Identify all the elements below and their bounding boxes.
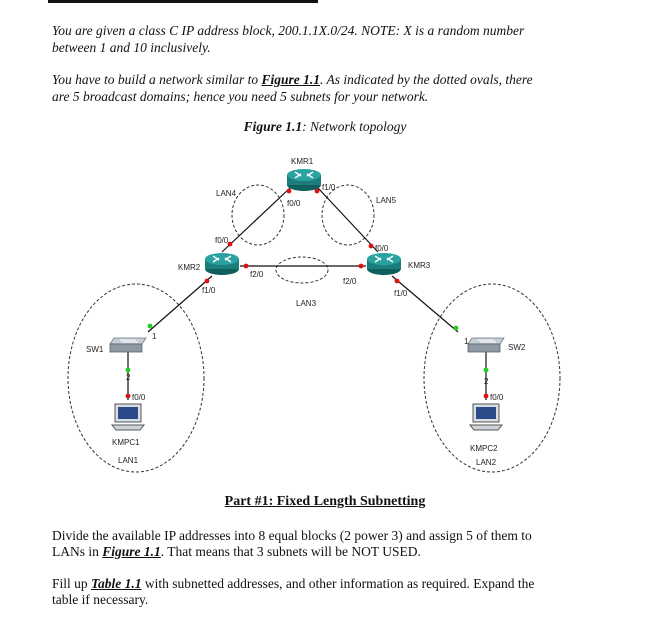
router-kmr2-icon[interactable] xyxy=(204,252,240,276)
status-dot xyxy=(394,278,400,284)
status-dot xyxy=(483,367,489,373)
header-rule xyxy=(48,0,318,3)
iface-label: 1 xyxy=(464,337,469,346)
link-kmr1-kmr3 xyxy=(317,187,379,253)
status-dot xyxy=(204,278,210,284)
status-dot xyxy=(243,263,249,269)
figure-caption: Figure 1.1: Network topology xyxy=(0,119,650,135)
router-kmr3-icon[interactable] xyxy=(366,252,402,276)
iface-label: 2 xyxy=(484,377,489,386)
part1-heading: Part #1: Fixed Length Subnetting xyxy=(224,494,426,509)
part1-paragraph-2: Fill up Table 1.1 with subnetted address… xyxy=(52,576,612,608)
intro-paragraph: You are given a class C IP address block… xyxy=(52,22,612,56)
iface-label: f2/0 xyxy=(343,277,357,286)
part1-line-2: LANs in Figure 1.1. That means that 3 su… xyxy=(52,544,612,560)
status-dot xyxy=(453,325,459,331)
lan3-broadcast-domain xyxy=(275,256,329,284)
status-dot xyxy=(358,263,364,269)
figure-reference-link[interactable]: Figure 1.1 xyxy=(102,544,161,559)
intro-line-1: You are given a class C IP address block… xyxy=(52,23,525,38)
router-kmr1-icon[interactable] xyxy=(286,168,322,192)
network-line-2: are 5 broadcast domains; hence you need … xyxy=(52,89,429,104)
iface-label: f0/0 xyxy=(490,393,504,402)
link-kmr2-sw1 xyxy=(147,275,213,333)
status-dot xyxy=(227,241,233,247)
status-dot xyxy=(483,393,489,399)
status-dot xyxy=(147,323,153,329)
iface-label: f0/0 xyxy=(375,244,389,253)
status-dot xyxy=(368,243,374,249)
network-line-1: You have to build a network similar to F… xyxy=(52,71,612,88)
iface-label: 2 xyxy=(126,373,131,382)
text-fragment: . As indicated by the dotted ovals, ther… xyxy=(320,72,533,87)
router-kmr2-label: KMR2 xyxy=(178,263,201,272)
iface-label: f0/0 xyxy=(215,236,229,245)
part1-line-4: table if necessary. xyxy=(52,592,149,607)
iface-label: f1/0 xyxy=(322,183,336,192)
pc-kmpc1-label: KMPC1 xyxy=(112,438,140,447)
network-paragraph: You have to build a network similar to F… xyxy=(52,71,612,105)
text-fragment: You have to build a network similar to xyxy=(52,72,262,87)
figure-label: Figure 1.1 xyxy=(243,119,303,134)
lan5-label: LAN5 xyxy=(376,196,397,205)
lan2-broadcast-domain xyxy=(423,283,561,473)
pc-kmpc1-icon[interactable] xyxy=(111,403,145,431)
switch-sw1-label: SW1 xyxy=(86,345,104,354)
lan5-broadcast-domain xyxy=(321,184,375,246)
status-dot xyxy=(314,188,320,194)
lan3-label: LAN3 xyxy=(296,299,317,308)
part1-paragraph-1: Divide the available IP addresses into 8… xyxy=(52,528,612,560)
status-dot xyxy=(286,188,292,194)
text-fragment: with subnetted addresses, and other info… xyxy=(141,576,535,591)
part1-line-3: Fill up Table 1.1 with subnetted address… xyxy=(52,576,612,592)
link-kmr3-sw2 xyxy=(391,275,459,333)
switch-sw1-icon[interactable] xyxy=(109,337,147,353)
router-kmr1-label: KMR1 xyxy=(291,157,314,166)
status-dot xyxy=(125,367,131,373)
lan1-broadcast-domain xyxy=(67,283,205,473)
figure-caption-text: : Network topology xyxy=(302,119,407,134)
router-kmr3-label: KMR3 xyxy=(408,261,431,270)
text-fragment: LANs in xyxy=(52,544,103,559)
link-kmr1-kmr2 xyxy=(221,187,291,253)
pc-kmpc2-label: KMPC2 xyxy=(470,444,498,453)
switch-sw2-icon[interactable] xyxy=(467,337,505,353)
iface-label: 1 xyxy=(152,332,157,341)
pc-kmpc2-icon[interactable] xyxy=(469,403,503,431)
text-fragment: . That means that 3 subnets will be NOT … xyxy=(160,544,421,559)
figure-reference-link[interactable]: Figure 1.1 xyxy=(261,72,321,87)
table-reference-link[interactable]: Table 1.1 xyxy=(91,576,142,591)
status-dot xyxy=(125,393,131,399)
iface-label: f0/0 xyxy=(287,199,301,208)
part1-line-1: Divide the available IP addresses into 8… xyxy=(52,528,532,543)
lan4-broadcast-domain xyxy=(231,184,285,246)
lan2-label: LAN2 xyxy=(476,458,497,467)
iface-label: f1/0 xyxy=(202,286,216,295)
iface-label: f1/0 xyxy=(394,289,408,298)
lan1-label: LAN1 xyxy=(118,456,139,465)
iface-label: f0/0 xyxy=(132,393,146,402)
text-fragment: Fill up xyxy=(52,576,92,591)
switch-sw2-label: SW2 xyxy=(508,343,526,352)
iface-label: f2/0 xyxy=(250,270,264,279)
intro-line-2: between 1 and 10 inclusively. xyxy=(52,40,211,55)
lan4-label: LAN4 xyxy=(216,189,237,198)
